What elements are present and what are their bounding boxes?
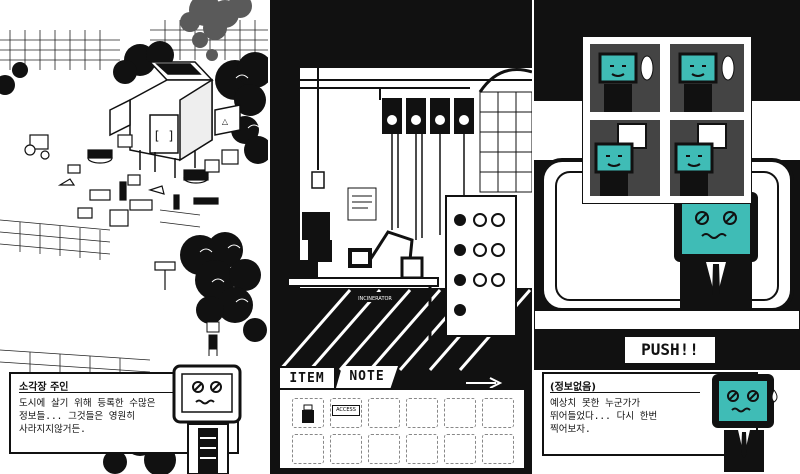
photo-frame	[590, 44, 660, 112]
speaker-unit-icon	[382, 98, 474, 134]
inventory-slot[interactable]	[406, 398, 438, 428]
inventory-slot[interactable]	[406, 434, 438, 464]
inventory-slot[interactable]	[368, 398, 400, 428]
inventory-slot[interactable]	[444, 434, 476, 464]
inventory-panel: ITEM NOTE ACCESS	[270, 366, 532, 474]
panel-gutter	[268, 0, 270, 474]
svg-text:△: △	[222, 117, 229, 126]
dialog-text: 예상치 못한 누군가가 뛰어들었다... 다시 한번 찍어보자.	[550, 398, 658, 435]
panel-gutter	[532, 0, 534, 474]
tv-head-portrait-icon	[172, 364, 242, 474]
tab-item-label: ITEM	[289, 371, 325, 386]
control-cabinet-icon	[445, 195, 517, 337]
speaker-name: (정보없음)	[550, 382, 596, 393]
photo-strip-icon	[582, 36, 752, 204]
photo-frame	[670, 44, 744, 112]
tab-note-label: NOTE	[349, 369, 385, 384]
inventory-slot[interactable]	[292, 398, 324, 428]
tv-head-character-icon	[674, 192, 758, 310]
paper-note-icon	[347, 187, 377, 221]
debris-icon	[24, 134, 239, 227]
inventory-grid: ACCESS	[278, 388, 526, 470]
inventory-slot[interactable]	[292, 434, 324, 464]
arrow-right-icon[interactable]	[466, 376, 506, 390]
machine-plate: INCINERATOR	[358, 296, 392, 302]
scene-panel-booth: PUSH!! (정보없음) 예상치 못한 누군가가 뛰어들었다... 다시 한번…	[534, 0, 800, 474]
photo-frame	[590, 120, 660, 196]
window-grid-icon	[478, 68, 532, 193]
robot-character-icon	[206, 321, 220, 356]
speaker-name: 소각장 주인	[19, 382, 69, 393]
incinerator-building-icon: [ ] △	[109, 61, 241, 178]
tv-head-portrait-icon	[712, 374, 778, 472]
inventory-slot[interactable]: ACCESS	[330, 398, 362, 428]
signpost-icon	[154, 261, 176, 290]
fence-icon	[0, 20, 268, 386]
photo-frame	[670, 120, 744, 196]
dialog-text: 도시에 살기 위해 등록한 수많은 정보들... 그것들은 영원히 사라지지않거…	[19, 398, 156, 435]
smoke-icon	[180, 0, 252, 61]
svg-text:[ ]: [ ]	[153, 129, 175, 143]
inventory-slot[interactable]	[482, 398, 514, 428]
inventory-slot[interactable]	[330, 434, 362, 464]
workbench-icon: INCINERATOR	[287, 212, 439, 340]
push-button[interactable]: PUSH!!	[622, 334, 718, 366]
switch-icon	[311, 171, 325, 189]
inventory-slot[interactable]	[444, 398, 476, 428]
inventory-slot[interactable]	[368, 434, 400, 464]
access-card-icon: ACCESS	[332, 405, 360, 416]
scene-panel-lab: INCINERATOR ITEM NOTE ACCESS	[270, 0, 532, 474]
usb-drive-icon	[302, 404, 314, 423]
scene-panel-yard: [ ] △	[0, 0, 268, 474]
tab-item[interactable]: ITEM	[278, 366, 336, 388]
inventory-slot[interactable]	[482, 434, 514, 464]
tab-note[interactable]: NOTE	[336, 366, 398, 388]
